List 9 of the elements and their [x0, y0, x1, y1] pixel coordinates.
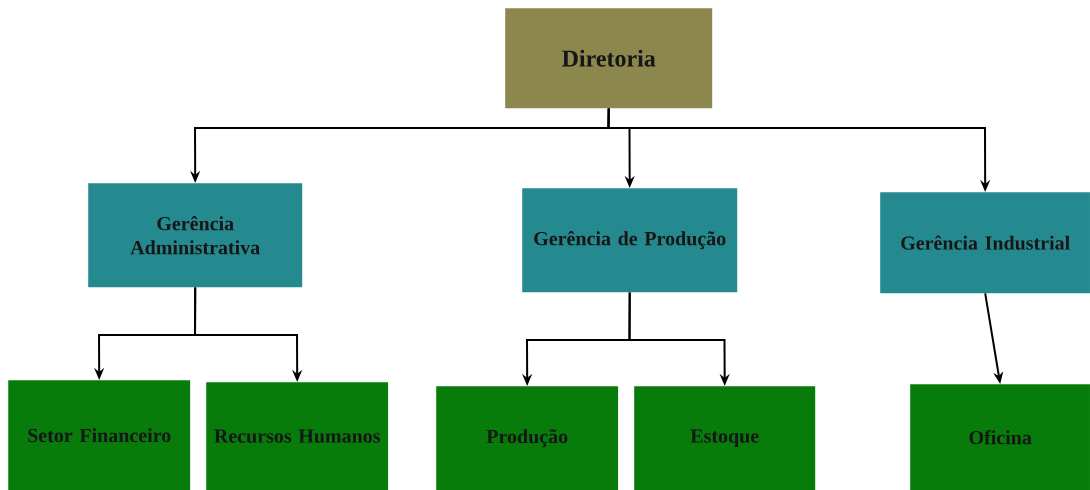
department-box: Oficina: [910, 384, 1090, 490]
department-box: Produção: [436, 386, 619, 490]
manager-box: Gerência Administrativa: [88, 183, 303, 288]
department-box: Setor Financeiro: [8, 380, 191, 490]
department-box: Recursos Humanos: [206, 382, 389, 490]
manager-box: Gerência de Produção: [522, 188, 738, 293]
department-box: Estoque: [634, 386, 816, 490]
manager-box: Gerência Industrial: [880, 192, 1090, 294]
director-box: Diretoria: [505, 8, 713, 109]
